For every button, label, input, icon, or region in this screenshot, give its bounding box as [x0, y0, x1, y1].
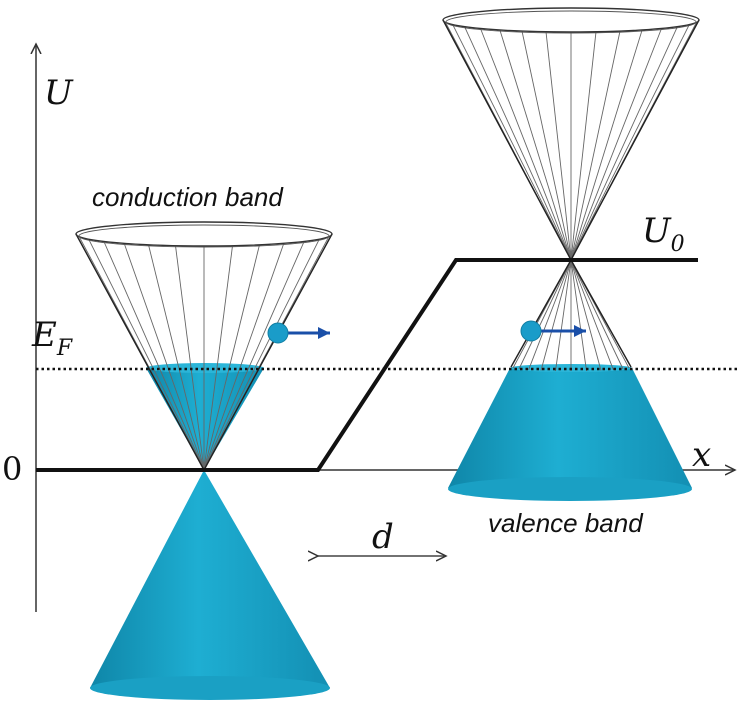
left-conduction-mesh [75, 221, 333, 471]
mesh-line [570, 28, 662, 261]
mesh-line [570, 259, 587, 371]
mesh-rim [75, 221, 333, 247]
mesh-line [570, 31, 597, 261]
mesh-edge [203, 233, 333, 471]
mesh-rim-inner [445, 10, 697, 34]
mesh-line [570, 29, 643, 261]
mesh-edge [510, 259, 572, 368]
mesh-edge [570, 19, 700, 261]
mesh-line [203, 241, 305, 471]
mesh-line [203, 245, 233, 471]
electron-right [520, 320, 586, 342]
mesh-line [175, 245, 205, 471]
barrier-width-label: d [372, 517, 394, 557]
u-axis-label: U [44, 73, 74, 113]
mesh-line [570, 259, 614, 370]
valence-band-label: valence band [488, 508, 644, 538]
mesh-line [570, 31, 621, 261]
mesh-line [123, 243, 205, 471]
mesh-line [203, 238, 320, 471]
potential-profile [36, 258, 698, 472]
mesh-rim-inner [78, 224, 330, 248]
mesh-line [570, 259, 624, 370]
mesh-line [203, 244, 260, 471]
fermi-label: EF [31, 315, 73, 361]
barrier-height-label: U0 [642, 211, 685, 257]
mesh-line [518, 259, 572, 370]
right-upper-mesh [442, 7, 700, 261]
mesh-line [148, 244, 205, 471]
mesh-line [570, 259, 602, 371]
left-valence-cone [90, 470, 330, 700]
left-filled-conduction [146, 363, 264, 470]
right-valence-cone [448, 364, 692, 501]
mesh-line [555, 259, 572, 371]
mesh-line [570, 26, 678, 261]
mesh-line [452, 24, 572, 261]
electron-left [267, 322, 330, 344]
mesh-edge [442, 19, 572, 261]
mesh-line [521, 31, 572, 261]
mesh-line [203, 243, 285, 471]
mesh-edge [570, 259, 632, 368]
x-axis-label: x [692, 435, 711, 475]
mesh-line [88, 238, 205, 471]
right-lower-mesh [510, 259, 632, 371]
mesh-line [480, 28, 572, 261]
mesh-line [540, 259, 572, 371]
mesh-line [545, 31, 572, 261]
mesh-rim [442, 7, 700, 33]
mesh-line [570, 24, 690, 261]
mesh-edge [75, 233, 205, 471]
mesh-line [528, 259, 572, 370]
conduction-band-label: conduction band [92, 182, 284, 212]
zero-label: 0 [2, 450, 22, 488]
mesh-line [499, 29, 572, 261]
mesh-line [464, 26, 572, 261]
mesh-line [103, 241, 205, 471]
